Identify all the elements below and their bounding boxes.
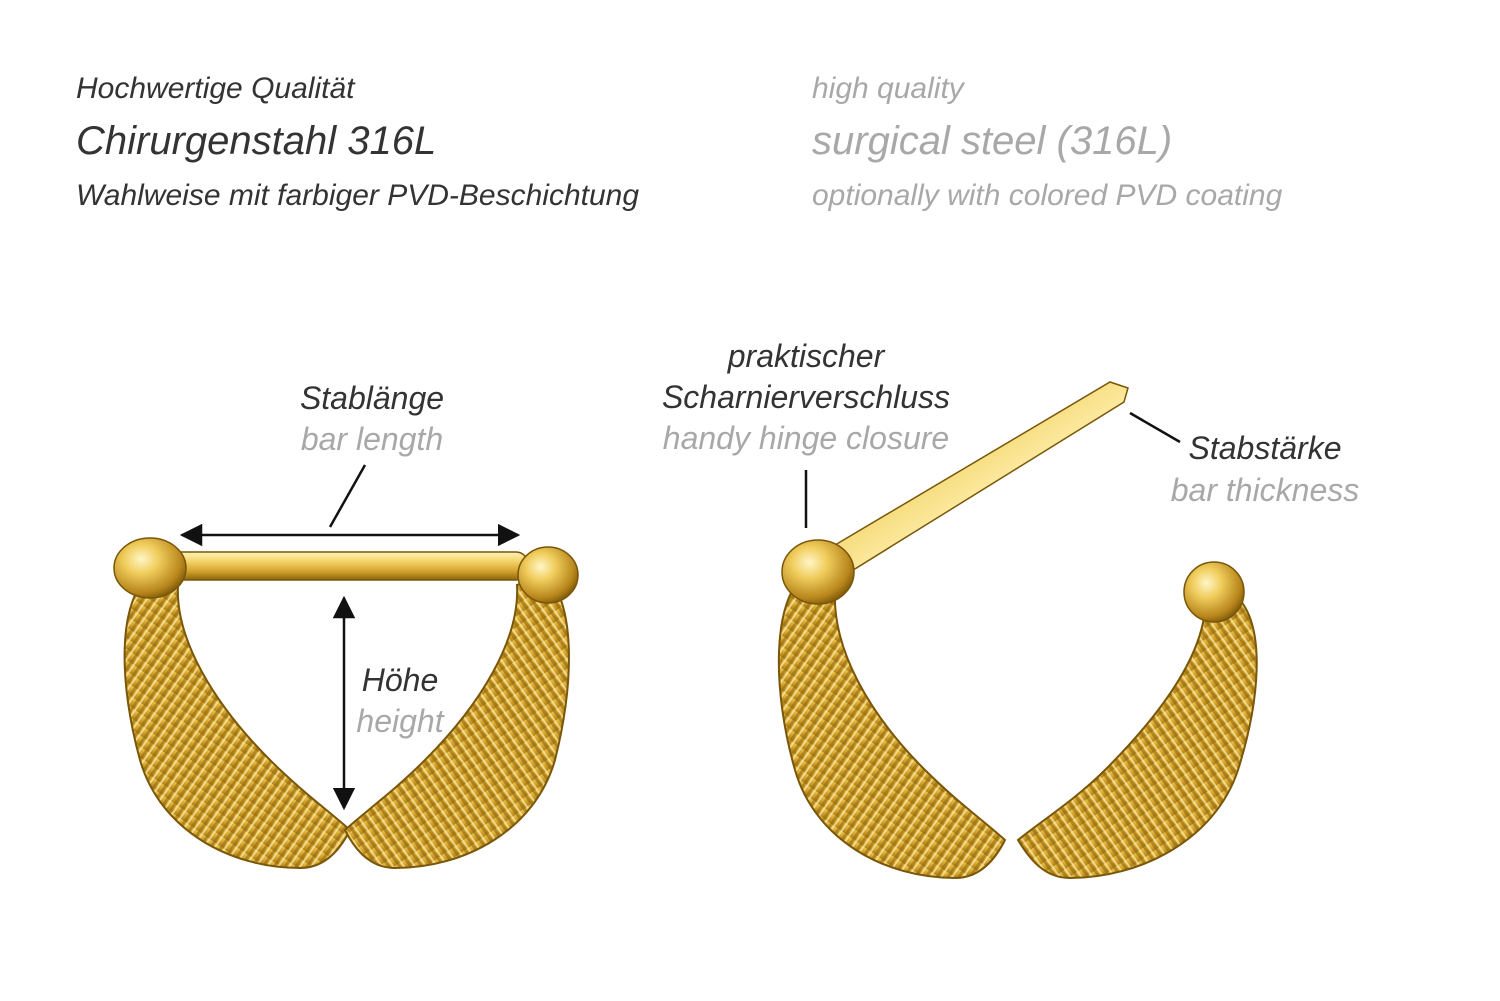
height-label-en: height	[356, 703, 444, 739]
bar-length-label-de: Stablänge	[299, 380, 445, 416]
header-quality-de: Hochwertige Qualität	[76, 72, 355, 105]
header-coating-en: optionally with colored PVD coating	[812, 179, 1283, 212]
right-cap-right	[1183, 561, 1245, 623]
winged-clicker-closed-icon	[113, 537, 579, 870]
header-coating-de: Wahlweise mit farbiger PVD-Beschichtung	[76, 179, 640, 212]
thickness-label-en: bar thickness	[1170, 472, 1360, 508]
left-wing-right	[343, 573, 570, 870]
hinge-label-en: handy hinge closure	[662, 420, 950, 456]
left-cap-right	[517, 546, 579, 604]
bar-length-label-en: bar length	[300, 421, 444, 457]
header-material-en: surgical steel (316L)	[812, 119, 1173, 163]
right-wing-right	[1016, 598, 1258, 880]
hinge-label-de-line1: praktischer	[727, 338, 885, 374]
thickness-label-de: Stabstärke	[1188, 430, 1342, 466]
winged-clicker-open-icon	[777, 381, 1258, 880]
hinge-label-de-line2: Scharnierverschluss	[661, 379, 951, 415]
right-wing-left	[777, 573, 1007, 880]
right-cap-left	[781, 539, 855, 605]
thickness-leader	[1129, 411, 1181, 444]
height-label-de: Höhe	[361, 662, 439, 698]
left-wing-left	[123, 573, 352, 870]
bar-length-leader	[328, 464, 367, 528]
header-quality-en: high quality	[812, 72, 964, 105]
header-material-de: Chirurgenstahl 316L	[76, 119, 437, 163]
left-cap-left	[113, 537, 187, 599]
left-bar	[167, 551, 529, 581]
